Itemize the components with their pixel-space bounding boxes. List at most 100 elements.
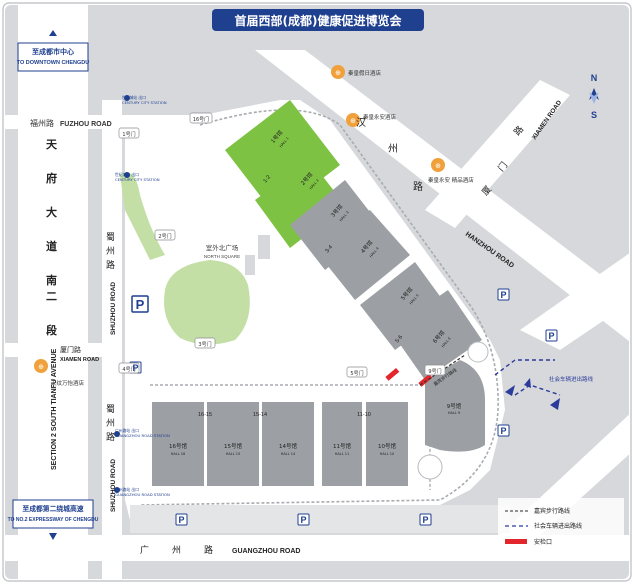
- arrow-down-icon: [49, 533, 57, 540]
- hotel-labels: 秦皇假日酒店 秦皇永安酒店 秦皇永安 精品酒店 天纹万怡酒店: [51, 69, 474, 387]
- hall-5: [360, 262, 450, 350]
- connector-label: 15-14: [253, 412, 267, 418]
- compass-south-icon: [589, 92, 599, 104]
- shuzhou-road-label: 蜀 州 路 蜀 州 路: [106, 232, 115, 443]
- gate-tags: [118, 112, 446, 378]
- gate-labels: 1号门 16号门 2号门 3号门 4号门 5号门 9号门: [122, 116, 441, 377]
- hall-label-en: HALL 2: [309, 178, 320, 190]
- xiamen-road-en: XIAMEN ROAD: [60, 357, 99, 363]
- hotel-icon-glyphs: ⊕ ⊕ ⊕ ⊕: [38, 69, 441, 371]
- expressway-callout: [12, 499, 94, 529]
- svg-text:州: 州: [172, 545, 181, 556]
- hotel-icon: ⊕: [350, 117, 356, 125]
- parking-icon: P: [500, 426, 506, 436]
- gate-label: 16号门: [193, 116, 209, 123]
- title-banner: [212, 9, 424, 31]
- metro-label: CENTURY CITY STATION: [115, 177, 160, 182]
- connector-label: 1-2: [262, 174, 272, 184]
- gate-label: 1号门: [122, 131, 135, 138]
- svg-text:路: 路: [413, 180, 423, 193]
- hall-label: 16号馆: [169, 442, 187, 450]
- park-south: [164, 260, 250, 345]
- legend-security: 安检口: [534, 538, 552, 546]
- halls-north: [225, 100, 489, 480]
- svg-text:路: 路: [204, 544, 213, 556]
- hall-label: 15号馆: [224, 442, 242, 450]
- parking-labels: P P P P P P P P: [132, 290, 554, 525]
- parking-icon: P: [548, 331, 554, 341]
- plaza-block-1: [258, 235, 270, 259]
- connector-label: 5-6: [394, 334, 404, 344]
- hall-16: [152, 402, 204, 486]
- hall-2: [255, 160, 345, 248]
- tianfu-char: 二: [46, 290, 57, 303]
- tianfu-char: 南: [46, 273, 57, 287]
- hotel-icon: ⊕: [38, 363, 44, 371]
- tianfu-char: 府: [46, 171, 57, 185]
- hall-label-en: HALL 5: [409, 293, 420, 305]
- hall-3: [290, 180, 380, 270]
- vehicle-route-label: 社会车辆进出路线: [549, 375, 594, 383]
- hall-label: 9号馆: [447, 402, 462, 410]
- shuzhou-road-en-2: SHUZHOU ROAD: [110, 459, 117, 512]
- hall-label-en: HALL 14: [281, 452, 296, 456]
- page-title: 首届西部(成都)健康促进博览会: [235, 13, 403, 28]
- hotel-icon: ⊕: [435, 162, 441, 170]
- gate-label: 4号门: [122, 366, 135, 373]
- metro-markers: [114, 95, 130, 493]
- arrow-icon: [550, 398, 560, 410]
- legend-labels: 嘉宾步行路线 社会车辆进出路线 安检口: [534, 507, 582, 546]
- arrow-up-icon: [49, 30, 57, 36]
- parking-icon: P: [132, 363, 138, 373]
- tianfu-char: 大: [46, 205, 57, 219]
- hotel-markers: [34, 65, 445, 373]
- metro-label: 世纪城站 出口: [122, 95, 146, 100]
- shuzhou-char: 州: [106, 418, 115, 429]
- hotel-label: 秦皇永安酒店: [363, 113, 397, 121]
- arrow-icon: [505, 385, 515, 396]
- hall-label-en: HALL 4: [369, 246, 380, 259]
- gate-label: 3号门: [198, 341, 211, 348]
- shuzhou-char: 蜀: [106, 232, 115, 243]
- hotel-label: 天纹万怡酒店: [51, 379, 85, 387]
- svg-text:广: 广: [140, 544, 149, 556]
- fuzhou-road-en: FUZHOU ROAD: [60, 121, 112, 128]
- gate-label: 5号门: [350, 370, 363, 377]
- legend-security-swatch: [505, 539, 527, 544]
- shuzhou-char: 路: [106, 431, 115, 443]
- hotel-icon: ⊕: [335, 69, 341, 77]
- hall-label-en: HALL 3: [339, 210, 350, 222]
- legend-box: [498, 498, 624, 560]
- hall-14: [262, 402, 314, 486]
- security-check-mark: [385, 367, 400, 381]
- hall-15: [207, 402, 259, 486]
- round-plaza-1: [467, 341, 489, 363]
- gate-label: 2号门: [158, 233, 171, 240]
- hall-label: 14号馆: [279, 442, 297, 450]
- halls-south: [152, 402, 408, 486]
- guangzhou-road-label: 广 州 路: [140, 544, 213, 556]
- arrow-icon: [524, 378, 531, 388]
- hall-label-en: HALL 9: [448, 411, 460, 415]
- hall-label-en: HALL 10: [380, 452, 395, 456]
- hall-label-en: HALL 16: [171, 452, 186, 456]
- compass-n: N: [591, 73, 598, 83]
- metro-label: CENTURY CITY STATION: [122, 100, 167, 105]
- hall-10: [366, 402, 408, 486]
- north-square-cn: 室外北广场: [206, 243, 239, 252]
- parking-icon: P: [300, 515, 306, 525]
- fuzhou-road-cn: 福州路: [30, 118, 54, 128]
- metro-label: 广州路站 出口: [115, 487, 139, 492]
- xiamen-road-cn: 厦门路: [60, 345, 81, 354]
- south-parking-strip: [130, 505, 510, 533]
- hall-6: [390, 290, 482, 380]
- shuzhou-char: 路: [106, 259, 115, 271]
- north-square-en: NORTH SQUARE: [204, 254, 240, 259]
- hall-label: 11号馆: [333, 442, 351, 450]
- vehicle-route: [494, 359, 555, 376]
- hall-9: [425, 360, 485, 452]
- expressway-cn: 至成都第二绕城高速: [22, 504, 83, 513]
- tianfu-avenue-en: SECTION 2 SOUTH TIANFU AVENUE: [51, 348, 58, 470]
- downtown-cn: 至成都市中心: [32, 47, 74, 56]
- metro-label: 广州路站 出口: [115, 428, 139, 433]
